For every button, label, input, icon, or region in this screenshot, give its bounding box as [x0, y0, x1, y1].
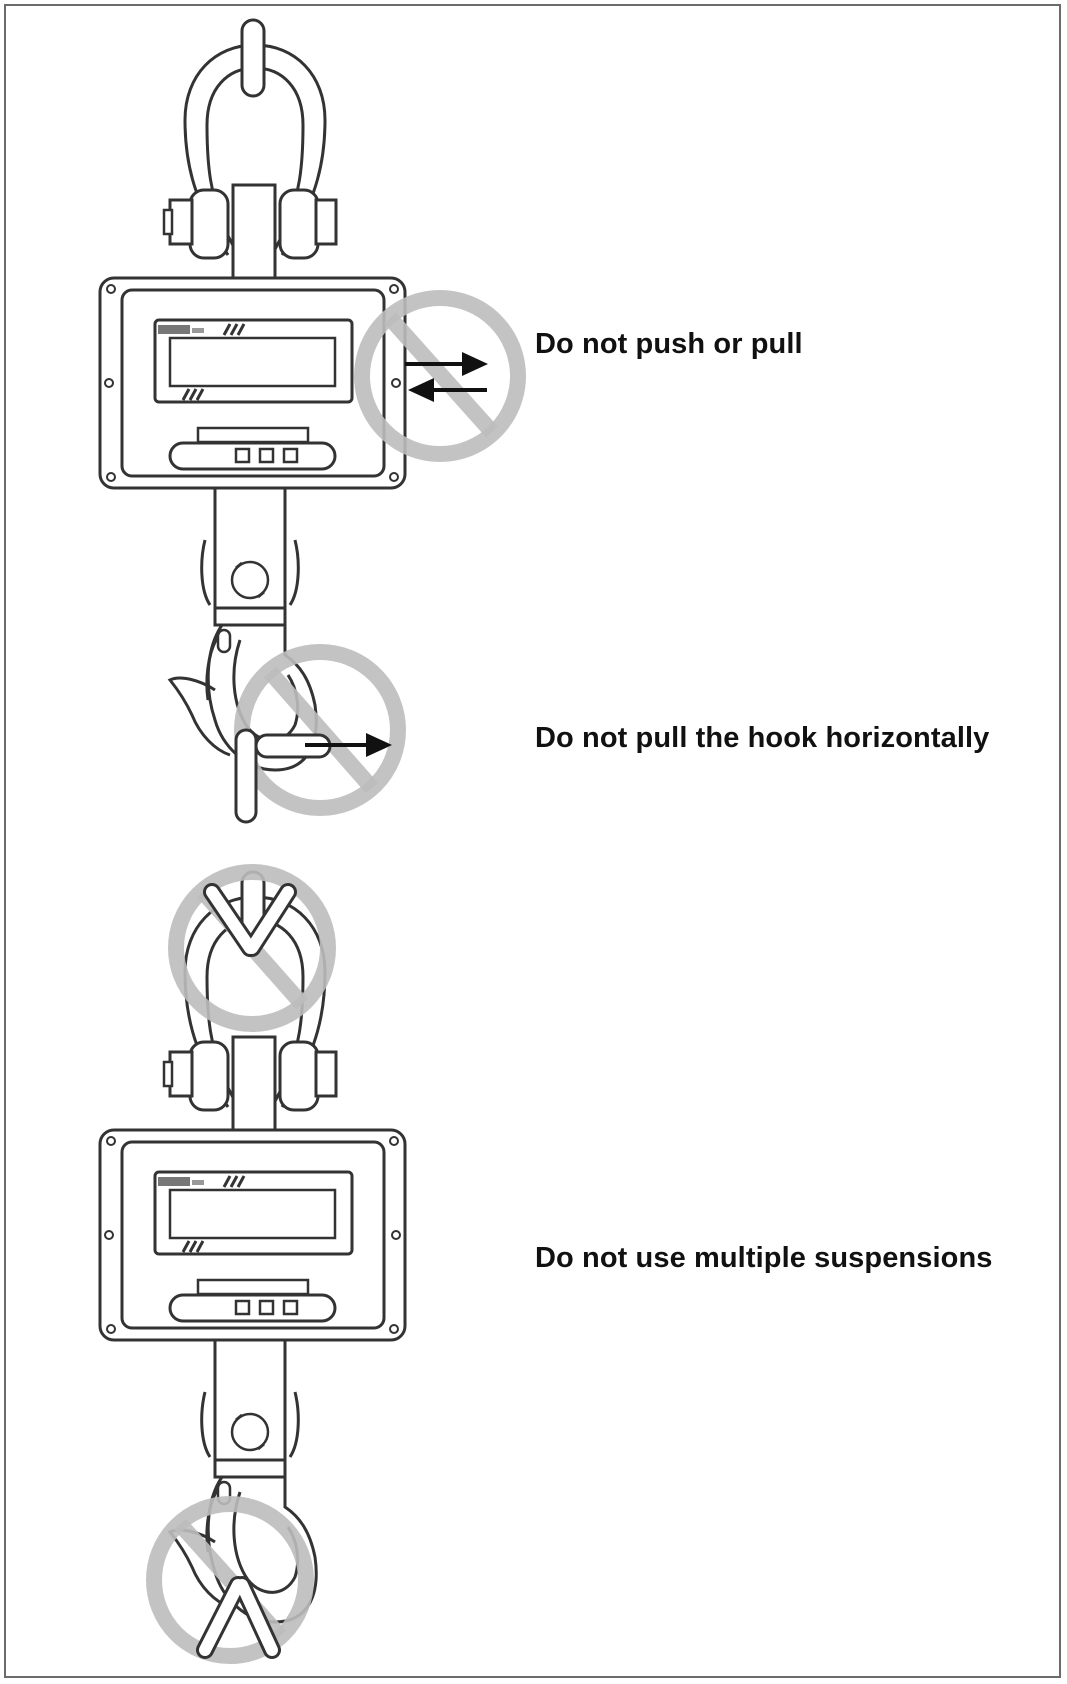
sling-v-bottom — [196, 1576, 281, 1659]
arrow-icon-horizontal — [305, 733, 392, 757]
arrow-icon-push — [405, 352, 488, 376]
warning-multiple-suspensions: Do not use multiple suspensions — [535, 1242, 993, 1274]
sling-v-top — [203, 883, 297, 957]
arrow-icon-pull — [408, 378, 487, 402]
warning-hook-horizontal: Do not pull the hook horizontally — [535, 722, 990, 754]
prohibition-sign-push-pull — [354, 290, 526, 462]
warning-push-pull: Do not push or pull — [535, 328, 803, 360]
